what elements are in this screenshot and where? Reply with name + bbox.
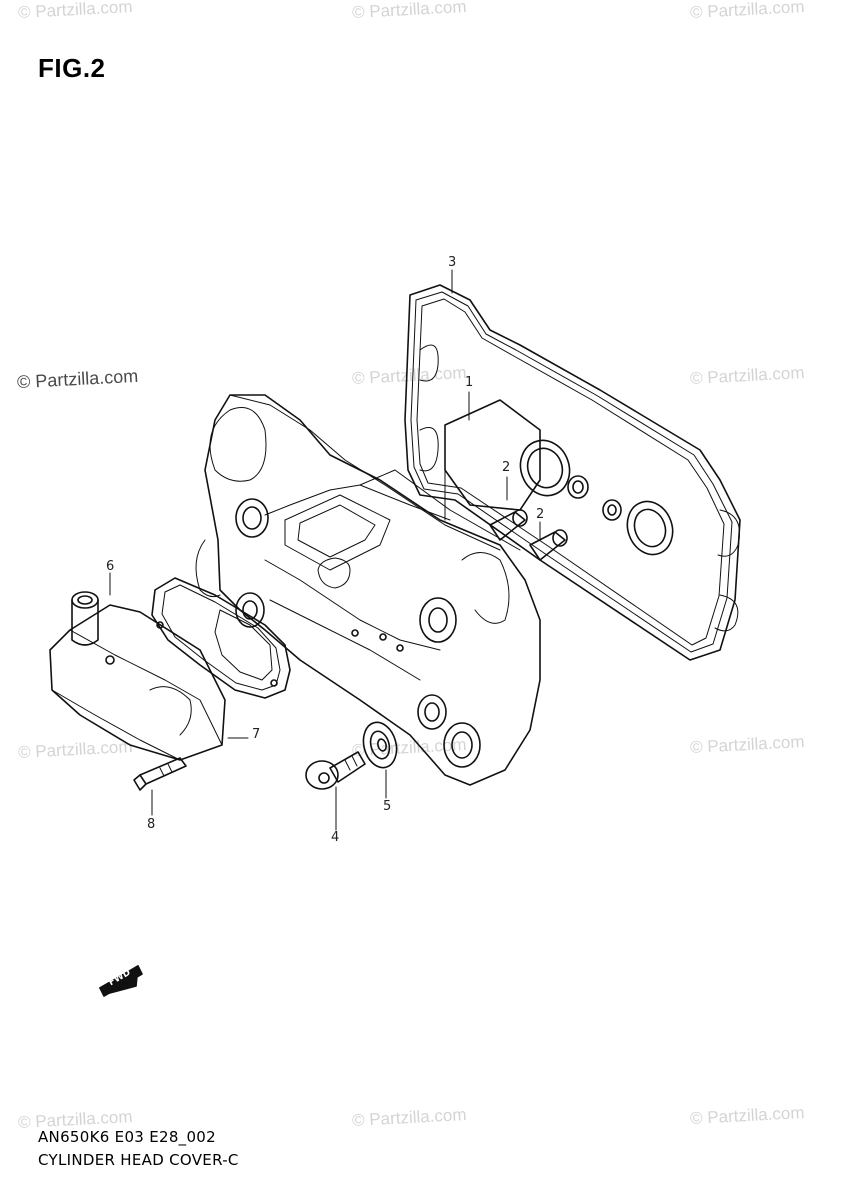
part-8-bolt[interactable] (133, 757, 187, 791)
callout-7: 7 (252, 727, 261, 742)
forward-arrow-icon (99, 965, 143, 997)
callout-3: 3 (448, 255, 457, 270)
part-2-seals[interactable] (489, 433, 680, 561)
callout-2: 2 (502, 460, 511, 475)
cylinder-head-cover[interactable] (195, 394, 541, 786)
leader-lines (109, 269, 541, 831)
callout-8: 8 (147, 817, 156, 832)
part-7-gasket[interactable] (151, 577, 291, 699)
part-4-flange-bolt[interactable] (305, 751, 366, 790)
part-6-breather-cover[interactable] (49, 591, 226, 761)
figure-title: FIG.2 (38, 53, 106, 83)
part-3-gasket[interactable] (404, 284, 741, 661)
callout-6: 6 (106, 559, 115, 574)
callout-5: 5 (383, 799, 392, 814)
callout-1: 1 (465, 375, 474, 390)
diagram-code: AN650K6 E03 E28_002 (38, 1128, 216, 1146)
part-5-grommet[interactable] (359, 719, 402, 772)
callout-4: 4 (331, 830, 340, 845)
callout-2: 2 (536, 507, 545, 522)
diagram-caption: CYLINDER HEAD COVER-C (38, 1151, 239, 1169)
part-1-plate[interactable] (444, 399, 541, 521)
